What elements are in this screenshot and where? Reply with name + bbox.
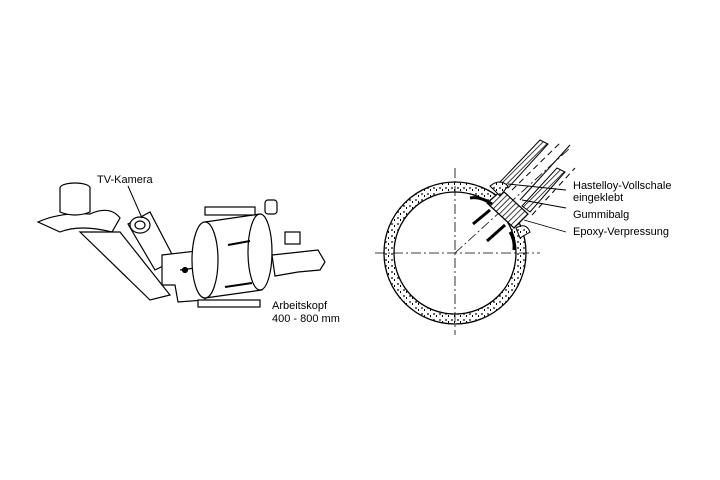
support-arm — [78, 231, 172, 301]
working-head-label: Arbeitskopf — [272, 300, 328, 312]
working-head-size-label: 400 - 800 mm — [272, 313, 340, 325]
hastelloy-shell-label: Hastelloy-Vollschale — [573, 180, 672, 192]
branch-wall-upper — [499, 139, 549, 189]
camera-leader-line — [127, 185, 143, 219]
pipe-saddle — [36, 209, 121, 233]
rubber-bellows-label: Gummibalg — [573, 209, 630, 221]
branch-wall-lower — [521, 167, 566, 213]
leader-shell — [507, 183, 567, 191]
working-head-machine-drawing — [36, 182, 326, 308]
leader-epoxy — [523, 219, 567, 233]
hastelloy-shell — [486, 189, 529, 229]
epoxy-lower — [515, 225, 531, 239]
hastelloy-shell-label-2: eingeklebt — [573, 192, 624, 204]
tv-camera-label: TV-Kamera — [97, 174, 153, 186]
pipe-cross-section — [375, 139, 576, 335]
epoxy-grouting-label: Epoxy-Verpressung — [573, 226, 669, 238]
motor — [271, 249, 326, 277]
epoxy-upper — [489, 181, 509, 197]
leader-bellows — [521, 199, 567, 209]
